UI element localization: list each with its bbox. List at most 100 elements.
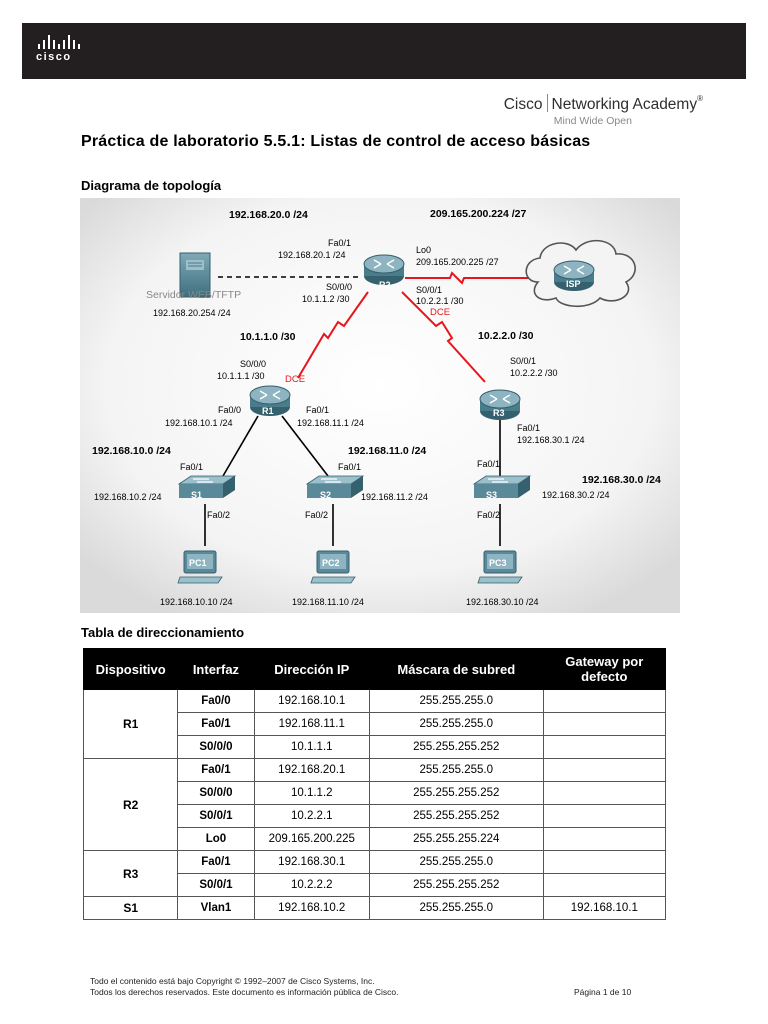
gateway-cell — [542, 758, 667, 782]
router-r3-label: R3 — [493, 408, 505, 418]
pc1-ip-label: 192.168.10.10 /24 — [160, 597, 233, 607]
academy-tagline: Mind Wide Open — [553, 115, 632, 127]
ip-cell: 192.168.10.2 — [253, 896, 370, 920]
s1-ip-label: 192.168.10.2 /24 — [94, 492, 162, 502]
r2-lo0-ip: 209.165.200.225 /27 — [416, 257, 499, 267]
page-number: Página 1 de 10 — [574, 987, 632, 997]
footer-line-2: Todos los derechos reservados. Este docu… — [90, 987, 399, 997]
device-cell: R1 — [82, 689, 179, 759]
cisco-bars-icon — [38, 35, 96, 49]
switch-s3-label: S3 — [486, 490, 497, 500]
cisco-logo: cisco — [36, 35, 96, 67]
isp-cloud-icon — [525, 239, 636, 308]
gateway-cell — [542, 827, 667, 851]
cisco-logo-text: cisco — [36, 51, 72, 63]
s3-fa02-label: Fa0/2 — [477, 510, 500, 520]
pc2-ip-label: 192.168.11.10 /24 — [292, 597, 364, 607]
ip-cell: 192.168.30.1 — [253, 850, 370, 874]
academy-name: Networking Academy — [551, 96, 698, 113]
mask-cell: 255.255.255.252 — [368, 804, 544, 828]
footer-copyright: Todo el contenido está bajo Copyright © … — [90, 976, 399, 998]
mask-cell: 255.255.255.224 — [368, 827, 544, 851]
r3-fa01-ip: 192.168.30.1 /24 — [517, 435, 585, 445]
net-label-isp: 209.165.200.224 /27 — [430, 208, 527, 220]
interface-cell: Fa0/1 — [177, 758, 255, 782]
mask-cell: 255.255.255.0 — [368, 712, 544, 736]
r2-lo0-label: Lo0 — [416, 245, 431, 255]
table-heading: Tabla de direccionamiento — [81, 625, 245, 640]
gateway-cell — [542, 781, 667, 805]
interface-cell: S0/0/0 — [177, 735, 255, 759]
gateway-cell — [542, 804, 667, 828]
mask-cell: 255.255.255.252 — [368, 873, 544, 897]
r2-s001-ip: 10.2.2.1 /30 — [416, 296, 464, 306]
r2-fa01-label: Fa0/1 — [328, 238, 351, 248]
link-r2-isp — [405, 271, 540, 285]
device-cell: R3 — [82, 850, 179, 897]
server-icon — [179, 252, 211, 298]
mask-cell: 255.255.255.252 — [368, 735, 544, 759]
table-row: R1 Fa0/0 192.168.10.1 255.255.255.0 — [82, 689, 667, 759]
mask-cell: 255.255.255.0 — [368, 850, 544, 874]
r2-s001-label: S0/0/1 — [416, 285, 442, 295]
mask-cell: 255.255.255.0 — [368, 758, 544, 782]
switch-s1-label: S1 — [191, 490, 202, 500]
interface-cell: S0/0/1 — [177, 873, 255, 897]
switch-s2-icon — [306, 475, 364, 499]
table-header-row: Dispositivo Interfaz Dirección IP Máscar… — [82, 648, 667, 690]
net-label-r1-s1: 192.168.10.0 /24 — [92, 445, 171, 457]
server-name-label: Servidor WEB/TFTP — [146, 289, 241, 301]
col-header-gateway: Gateway por defecto — [542, 648, 667, 690]
col-header-device: Dispositivo — [82, 648, 179, 690]
r1-fa00-ip: 192.168.10.1 /24 — [165, 418, 233, 428]
pc3-label: PC3 — [489, 558, 507, 568]
table-row: R3 Fa0/1 192.168.30.1 255.255.255.0 — [82, 850, 667, 897]
topology-diagram: ISP R2 R1 R3 S1 S2 S3 PC1 PC2 PC3 192.16… — [80, 198, 680, 613]
dce-label-r2: DCE — [430, 307, 450, 318]
ip-cell: 192.168.10.1 — [253, 689, 370, 713]
link-r2-r1 — [297, 291, 369, 379]
interface-cell: Lo0 — [177, 827, 255, 851]
table-row: Lo0 209.165.200.225 255.255.255.224 — [84, 827, 667, 851]
net-label-r1-s2: 192.168.11.0 /24 — [348, 445, 426, 457]
dce-label-r1: DCE — [285, 374, 305, 385]
s2-fa01-label: Fa0/1 — [338, 462, 361, 472]
net-label-r2-lan: 192.168.20.0 /24 — [229, 209, 308, 221]
r2-s000-ip: 10.1.1.2 /30 — [302, 294, 350, 304]
interface-cell: Fa0/0 — [177, 689, 255, 713]
r3-s001-ip: 10.2.2.2 /30 — [510, 368, 558, 378]
page-title: Práctica de laboratorio 5.5.1: Listas de… — [81, 133, 591, 150]
ip-cell: 10.2.2.1 — [253, 804, 370, 828]
router-r2-label: R2 — [379, 280, 391, 290]
ip-cell: 192.168.20.1 — [253, 758, 370, 782]
ip-cell: 10.2.2.2 — [253, 873, 370, 897]
topology-heading: Diagrama de topología — [81, 178, 222, 193]
net-label-r3-s3: 192.168.30.0 /24 — [582, 474, 661, 486]
pc3-ip-label: 192.168.30.10 /24 — [466, 597, 539, 607]
device-cell: S1 — [82, 896, 179, 920]
r3-fa01-label: Fa0/1 — [517, 423, 540, 433]
academy-brand-cisco: Cisco — [503, 96, 543, 113]
table-row: S0/0/0 10.1.1.1 255.255.255.252 — [84, 735, 667, 759]
s2-ip-label: 192.168.11.2 /24 — [361, 492, 428, 502]
col-header-ip: Dirección IP — [253, 648, 370, 690]
table-row: S0/0/1 10.2.2.1 255.255.255.252 — [84, 804, 667, 828]
s1-fa02-label: Fa0/2 — [207, 510, 230, 520]
interface-cell: Vlan1 — [177, 896, 255, 920]
table-row: S0/0/0 10.1.1.2 255.255.255.252 — [84, 781, 667, 805]
gateway-cell — [542, 850, 667, 874]
s3-fa01-label: Fa0/1 — [477, 459, 500, 469]
gateway-cell: 192.168.10.1 — [542, 896, 667, 920]
ip-cell: 10.1.1.2 — [253, 781, 370, 805]
interface-cell: S0/0/1 — [177, 804, 255, 828]
net-label-r2-r3: 10.2.2.0 /30 — [478, 330, 534, 342]
isp-label: ISP — [566, 279, 581, 289]
header-bar: cisco — [22, 23, 746, 79]
col-header-interface: Interfaz — [177, 648, 255, 690]
r2-s000-label: S0/0/0 — [326, 282, 352, 292]
r1-fa01-ip: 192.168.11.1 /24 — [297, 418, 364, 428]
pc1-label: PC1 — [189, 558, 207, 568]
r1-fa00-label: Fa0/0 — [218, 405, 241, 415]
ip-cell: 209.165.200.225 — [253, 827, 370, 851]
